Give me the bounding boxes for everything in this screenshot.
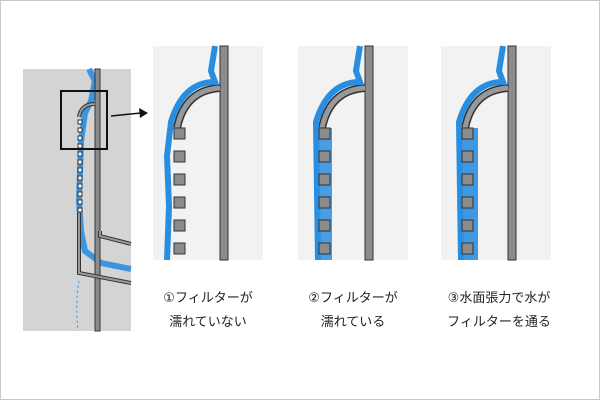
arrow-head-icon	[139, 108, 148, 118]
caption-2-line1: ②フィルターが	[308, 291, 398, 306]
panel-water-passes	[441, 46, 551, 260]
caption-1: ①フィルターが 濡れていない	[138, 287, 278, 335]
caption-1-line1: ①フィルターが	[163, 291, 253, 306]
caption-1-line2: 濡れていない	[169, 315, 247, 330]
filter-squares	[77, 119, 83, 213]
caption-2-line2: 濡れている	[320, 315, 386, 330]
caption-2: ②フィルターが 濡れている	[283, 287, 423, 335]
caption-3-line2: フィルターを通る	[447, 315, 551, 330]
overview-figure	[23, 67, 148, 332]
caption-3-line1: ③水面張力で水が	[447, 291, 551, 306]
panel-wet-filter	[298, 46, 408, 260]
panel-dry-filter	[153, 46, 263, 260]
caption-3: ③水面張力で水が フィルターを通る	[429, 287, 569, 335]
arrow-icon	[110, 112, 142, 117]
